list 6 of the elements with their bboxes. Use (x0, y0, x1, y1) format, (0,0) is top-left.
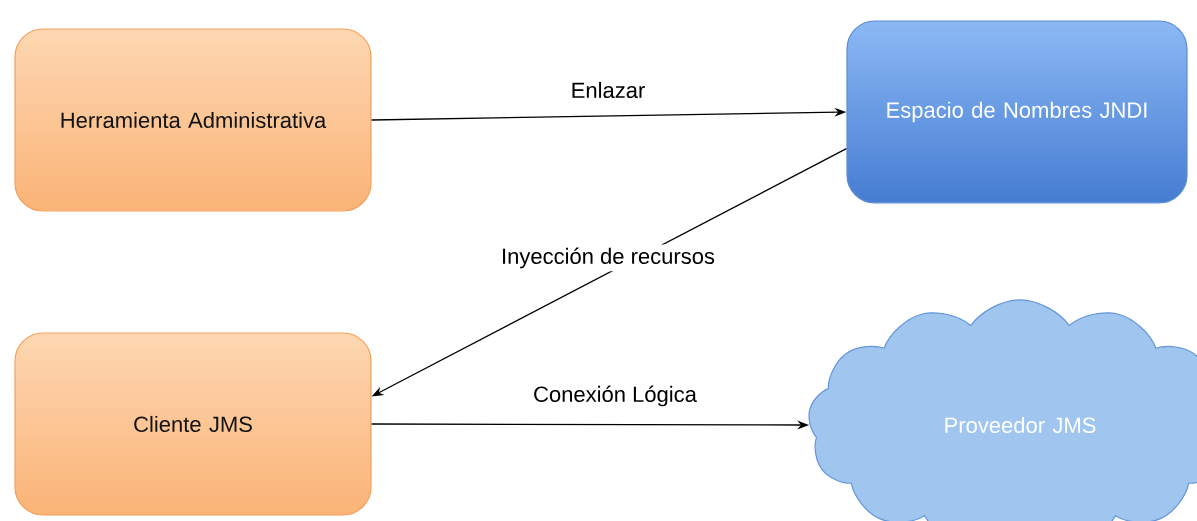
edge-label: Conexión Lógica (534, 385, 697, 407)
edge-label: Enlazar (572, 81, 645, 99)
process-box: Herramienta Administrativa (14, 28, 372, 212)
edge-label: Inyección de recursos (498, 244, 718, 272)
process-box: Cliente JMS (14, 332, 372, 516)
process-box: Espacio de Nombres JNDI (846, 20, 1188, 204)
